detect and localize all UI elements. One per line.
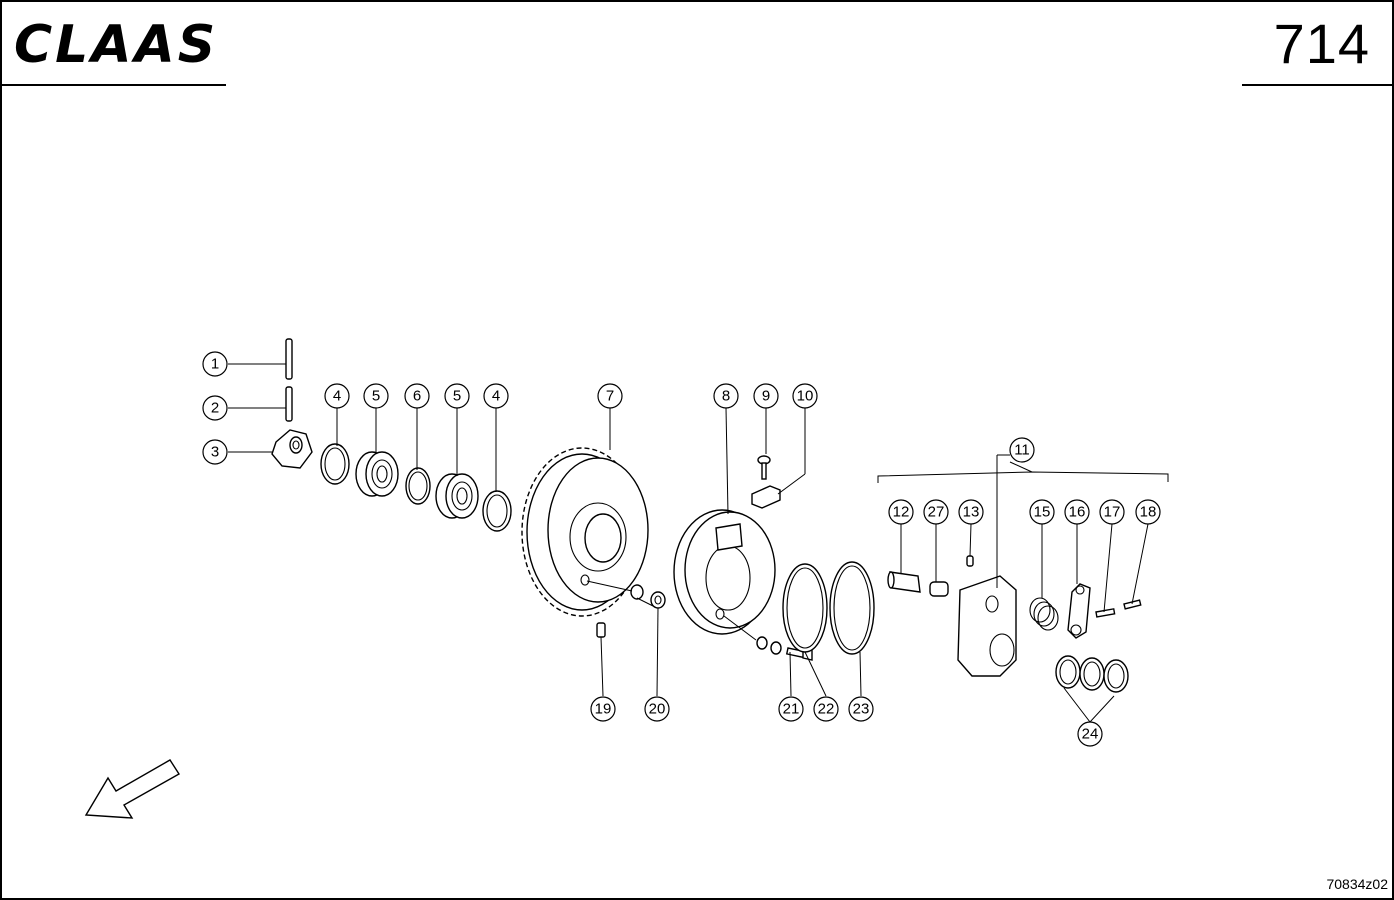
- svg-text:18: 18: [1140, 504, 1157, 521]
- part-12-shaft: [887, 571, 921, 593]
- callout-4-right: 4: [483, 383, 509, 409]
- callout-10: 10: [792, 383, 818, 409]
- part-13-grease-nipple: [966, 555, 974, 567]
- part-19-grease-nipple: [596, 622, 606, 638]
- svg-text:3: 3: [211, 444, 219, 461]
- svg-text:4: 4: [492, 388, 500, 405]
- callout-5-right: 5: [444, 383, 470, 409]
- header-rule-right: [1242, 84, 1392, 86]
- callout-13: 13: [958, 499, 984, 525]
- svg-text:7: 7: [606, 388, 614, 405]
- part-5-bearing-left: [355, 451, 399, 497]
- callout-4-left: 4: [324, 383, 350, 409]
- callout-18: 18: [1135, 499, 1161, 525]
- page-number: 714: [1273, 12, 1370, 75]
- callout-15: 15: [1029, 499, 1055, 525]
- svg-text:16: 16: [1069, 504, 1086, 521]
- svg-text:21: 21: [783, 701, 800, 718]
- part-27-bush: [929, 581, 949, 597]
- svg-text:19: 19: [595, 701, 612, 718]
- callout-5-left: 5: [363, 383, 389, 409]
- svg-text:9: 9: [762, 388, 770, 405]
- callout-6: 6: [404, 383, 430, 409]
- part-4-circlip-left: [320, 443, 350, 485]
- leader-lines: [228, 363, 1149, 697]
- part-2-pin: [285, 386, 293, 422]
- callout-8: 8: [713, 383, 739, 409]
- callout-22: 22: [813, 696, 839, 722]
- svg-text:2: 2: [211, 400, 219, 417]
- svg-text:6: 6: [413, 388, 421, 405]
- claas-logo: CLAAS: [14, 15, 218, 70]
- part-4-circlip-right: [482, 490, 512, 532]
- svg-text:12: 12: [893, 504, 910, 521]
- svg-text:1: 1: [211, 356, 219, 373]
- logo-text: CLAAS: [14, 15, 218, 70]
- svg-text:27: 27: [928, 504, 945, 521]
- part-20-washers: [586, 580, 666, 609]
- svg-text:5: 5: [453, 388, 461, 405]
- svg-text:23: 23: [853, 701, 870, 718]
- svg-text:13: 13: [963, 504, 980, 521]
- callout-23: 23: [848, 696, 874, 722]
- part-17-pin: [1095, 608, 1116, 618]
- callout-24: 24: [1077, 721, 1103, 747]
- callout-9: 9: [753, 383, 779, 409]
- svg-text:10: 10: [797, 388, 814, 405]
- svg-text:24: 24: [1082, 726, 1099, 743]
- part-22-o-ring: [782, 563, 828, 653]
- part-7-gear: [521, 447, 649, 617]
- svg-text:8: 8: [722, 388, 730, 405]
- svg-text:4: 4: [333, 388, 341, 405]
- drawing-code: 70834z02: [1326, 876, 1388, 892]
- svg-text:5: 5: [372, 388, 380, 405]
- svg-text:15: 15: [1034, 504, 1051, 521]
- part-5-bearing-right: [435, 473, 479, 519]
- callout-17: 17: [1099, 499, 1125, 525]
- part-3-hex-nut: [271, 429, 313, 469]
- svg-text:20: 20: [649, 701, 666, 718]
- arrow-down-left-icon: [84, 759, 180, 819]
- callout-21: 21: [778, 696, 804, 722]
- part-6-ring: [405, 467, 431, 505]
- part-9-rivet: [757, 455, 771, 480]
- svg-text:11: 11: [1014, 442, 1030, 459]
- svg-text:22: 22: [818, 701, 835, 718]
- header-rule-left: [2, 84, 226, 86]
- part-11-housing: [957, 454, 1017, 677]
- svg-text:17: 17: [1104, 504, 1121, 521]
- part-8-disc: [673, 509, 776, 635]
- part-10-block: [751, 485, 781, 509]
- part-18-pin: [1123, 599, 1142, 610]
- group-11-bracket: [877, 461, 1169, 483]
- callout-11: 11: [1009, 437, 1035, 463]
- callout-16: 16: [1064, 499, 1090, 525]
- part-23-circlip: [829, 561, 875, 655]
- part-1-pin: [285, 338, 293, 380]
- callout-1: 1: [202, 351, 228, 377]
- callout-20: 20: [644, 696, 670, 722]
- callout-2: 2: [202, 395, 228, 421]
- callout-7: 7: [597, 383, 623, 409]
- part-16-lever: [1067, 583, 1091, 639]
- callout-3: 3: [202, 439, 228, 465]
- callout-19: 19: [590, 696, 616, 722]
- callout-12: 12: [888, 499, 914, 525]
- part-24-rings: [1055, 655, 1129, 723]
- callout-27: 27: [923, 499, 949, 525]
- part-15-spring: [1029, 597, 1059, 631]
